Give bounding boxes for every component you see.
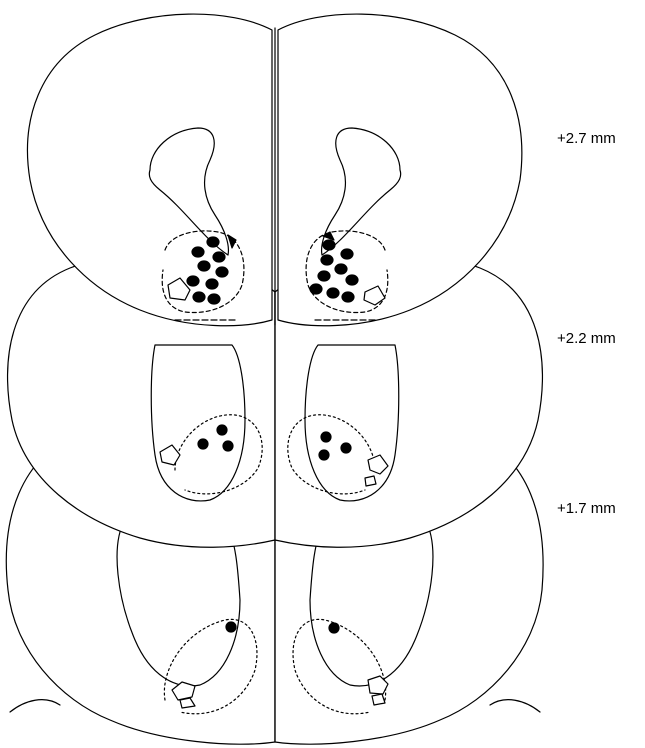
section-anterior-outline: [28, 14, 522, 326]
section-label-1-7mm: +1.7 mm: [557, 500, 616, 517]
section-label-2-7mm: +2.7 mm: [557, 130, 616, 147]
section-label-2-2mm: +2.2 mm: [557, 330, 616, 347]
